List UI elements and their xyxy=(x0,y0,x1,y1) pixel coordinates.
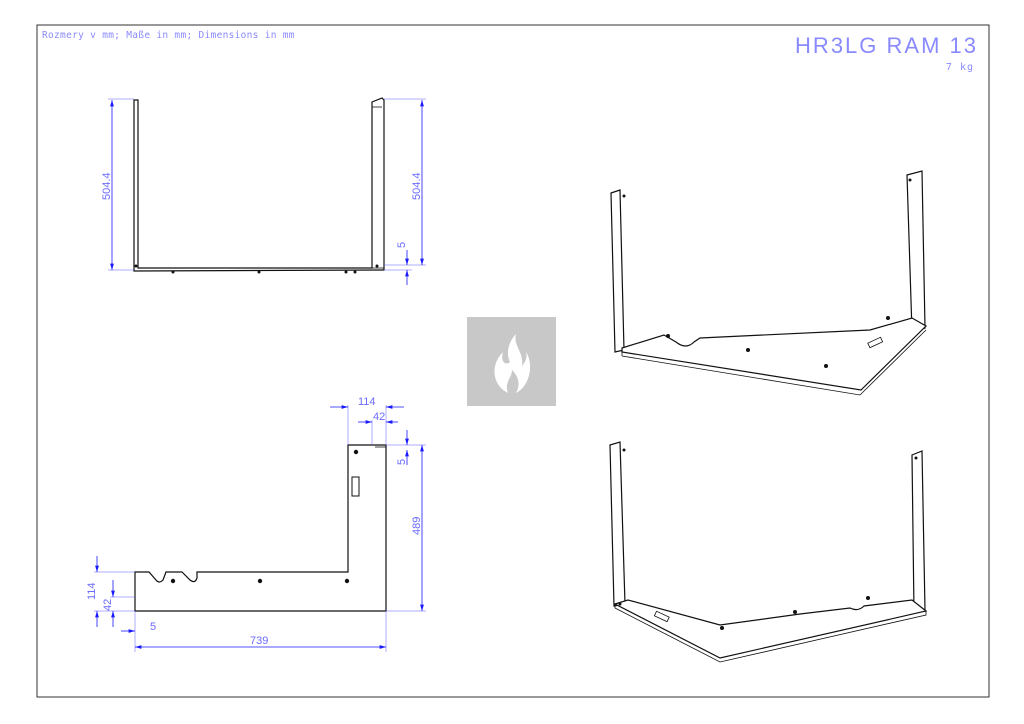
dim-arm-length: 489 xyxy=(411,517,423,535)
dim-arm-offset: 42 xyxy=(373,411,385,423)
iso-view-bottom xyxy=(609,441,928,663)
logo xyxy=(467,317,556,406)
dim-base-offset: 42 xyxy=(102,599,114,611)
dim-arm-width: 114 xyxy=(358,396,376,408)
dim-left-height: 504.4 xyxy=(101,172,113,200)
dim-total-length: 739 xyxy=(250,635,268,647)
slot-hole xyxy=(351,476,360,497)
sheet-border xyxy=(36,24,990,698)
dim-bottom-offset: 5 xyxy=(396,242,408,248)
product-title: HR3LG RAM 13 xyxy=(795,33,978,58)
units-note: Rozmery v mm; Maße in mm; Dimensions in … xyxy=(42,30,295,41)
top-view xyxy=(94,405,426,652)
front-view xyxy=(108,97,426,285)
dim-right-height: 504.4 xyxy=(411,172,423,200)
dim-top-offset: 5 xyxy=(396,459,408,465)
product-weight: 7 kg xyxy=(945,62,974,73)
dim-base-width: 114 xyxy=(86,582,98,600)
flame-icon xyxy=(494,334,531,393)
iso-view-top xyxy=(610,170,927,396)
dim-left-offset: 5 xyxy=(150,621,156,633)
